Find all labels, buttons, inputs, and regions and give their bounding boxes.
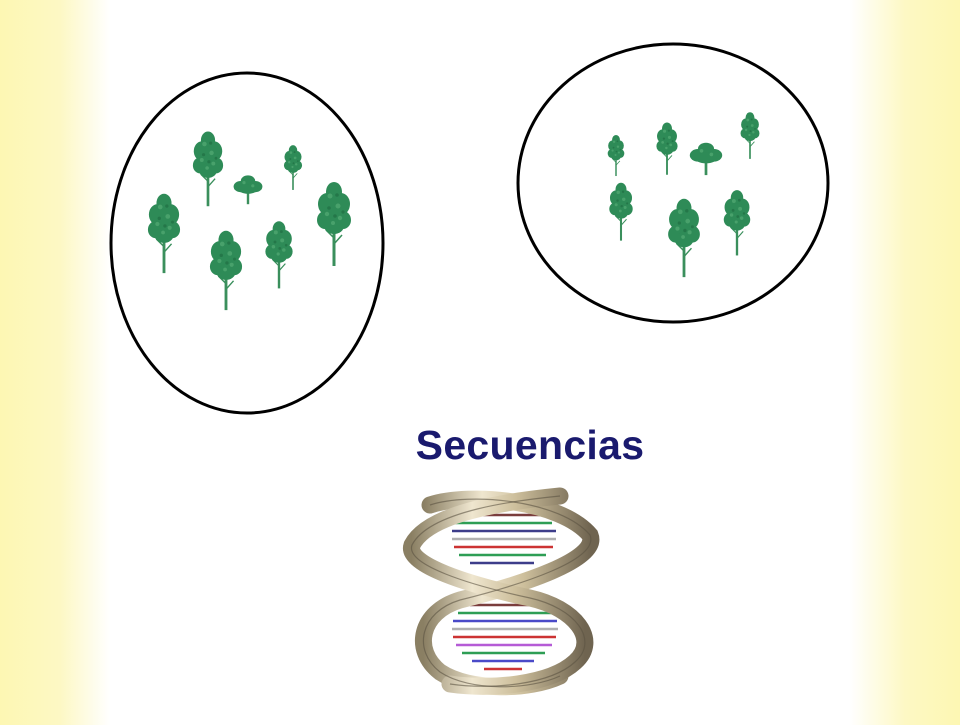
tree-icon (689, 142, 723, 176)
tree-icon (192, 130, 224, 207)
population-right-boundary (516, 42, 830, 324)
tree-icon (723, 189, 751, 257)
tree-icon (264, 220, 294, 290)
dna-double-helix-icon (403, 487, 600, 696)
caption-secuencias: Secuencias (415, 422, 645, 468)
tree-icon (233, 175, 263, 205)
tree-icon (147, 193, 181, 274)
tree-icon (607, 134, 625, 177)
dna-base-pairs (452, 513, 558, 671)
tree-icon (739, 111, 761, 160)
tree-icon (209, 230, 243, 311)
tree-icon (316, 181, 352, 267)
population-right (516, 42, 830, 324)
tree-icon (608, 182, 634, 242)
tree-icon (655, 121, 679, 176)
population-left (109, 71, 385, 415)
tree-icon (667, 197, 701, 278)
population-left-boundary (109, 71, 385, 415)
tree-icon (283, 144, 303, 191)
